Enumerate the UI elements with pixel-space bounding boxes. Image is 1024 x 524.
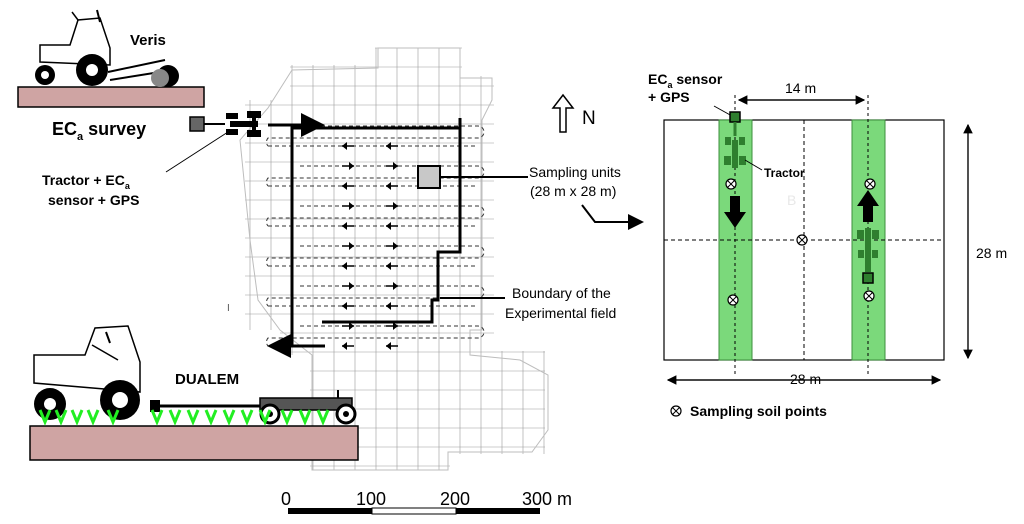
sampling-units-line1: Sampling units bbox=[529, 164, 621, 180]
scale-label-200: 200 bbox=[440, 489, 470, 509]
eca-survey-label: ECa survey bbox=[52, 119, 146, 143]
boundary-line2: Experimental field bbox=[505, 305, 616, 321]
veris-tractor-icon bbox=[17, 9, 205, 108]
width-bottom-label: 28 m bbox=[790, 371, 821, 387]
scale-bar bbox=[288, 507, 540, 515]
scale-label-300: 300 m bbox=[522, 489, 572, 509]
tractor-sensor-gps-label: sensor + GPS bbox=[48, 192, 139, 208]
direction-arrows bbox=[342, 142, 398, 350]
field-grid bbox=[240, 40, 554, 475]
legend-sample-icon bbox=[670, 405, 682, 417]
field-outline bbox=[239, 47, 549, 471]
north-arrow-icon bbox=[551, 93, 575, 133]
boundary-line1: Boundary of the bbox=[512, 285, 611, 301]
sampling-unit-square bbox=[417, 165, 441, 189]
sampling-points bbox=[725, 178, 876, 306]
detail-tractor-up-icon bbox=[857, 190, 879, 284]
faint-label: B bbox=[787, 192, 796, 208]
detail-sensor-label: ECa sensor bbox=[648, 71, 723, 90]
width-top-label: 14 m bbox=[785, 80, 816, 96]
height-label: 28 m bbox=[976, 245, 1007, 261]
tractor-eca-label: Tractor + ECa bbox=[42, 172, 131, 191]
dualem-tractor-icon bbox=[29, 325, 359, 461]
detail-tractor-label: Tractor bbox=[764, 166, 805, 180]
survey-tractor-topview-icon bbox=[226, 111, 261, 137]
small-marker: I bbox=[227, 303, 230, 314]
zoom-pointer-arrow bbox=[581, 204, 644, 230]
survey-sensor-square bbox=[189, 116, 205, 132]
experimental-boundary bbox=[290, 118, 462, 345]
scale-label-0: 0 bbox=[281, 489, 291, 509]
dualem-field-lines bbox=[38, 409, 330, 426]
legend-label: Sampling soil points bbox=[690, 403, 827, 419]
dualem-label: DUALEM bbox=[175, 371, 239, 388]
north-label: N bbox=[582, 108, 596, 129]
veris-label: Veris bbox=[130, 32, 166, 49]
scale-label-100: 100 bbox=[356, 489, 386, 509]
survey-path bbox=[266, 125, 485, 347]
sampling-units-line2: (28 m x 28 m) bbox=[530, 183, 616, 199]
detail-gps-label: + GPS bbox=[648, 89, 690, 105]
detail-tractor-down-icon bbox=[724, 111, 746, 228]
